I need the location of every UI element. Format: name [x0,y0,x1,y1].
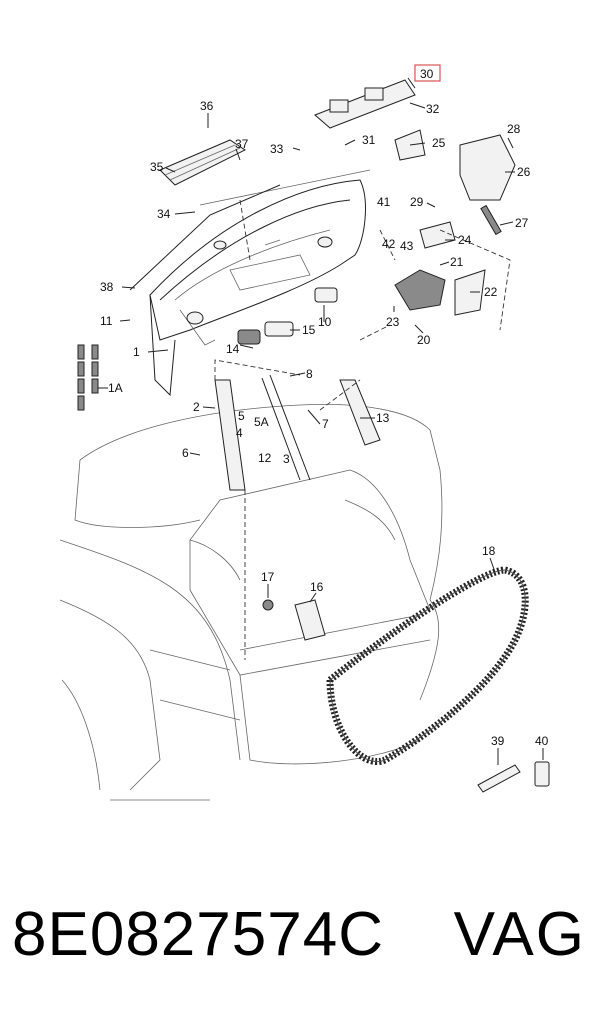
callout-5: 5 [238,409,245,423]
callout-42: 42 [382,237,396,251]
callout-29: 29 [410,195,424,209]
trunk-seal-part-18 [326,566,529,765]
callout-33: 33 [270,142,284,156]
callout-40: 40 [535,734,549,748]
callout-17: 17 [261,570,275,584]
callout-10: 10 [318,315,332,329]
part-number-label: 8E0827574C [12,900,384,969]
bumper-part-16 [262,599,326,641]
callout-30: 30 [420,67,434,81]
exploded-parts-diagram: 30 32 36 37 33 31 25 28 26 35 34 41 29 2… [59,64,550,801]
callout-37: 37 [235,137,249,151]
callout-23: 23 [386,315,400,329]
callout-12: 12 [258,451,272,465]
dashed-leader-lines [214,199,511,660]
callout-leaders [98,77,544,765]
callout-3: 3 [283,452,290,466]
callout-5a: 5A [254,415,269,429]
callout-32: 32 [426,102,440,116]
callout-6: 6 [182,446,189,460]
callout-22: 22 [484,285,498,299]
callout-39: 39 [491,734,505,748]
callout-34: 34 [157,207,171,221]
callout-38: 38 [100,280,114,294]
callout-1: 1 [133,345,140,359]
callout-31: 31 [362,133,376,147]
car-body-outline [59,404,443,801]
callout-2: 2 [193,400,200,414]
callout-18: 18 [482,544,496,558]
callout-7: 7 [322,417,329,431]
callout-41: 41 [377,195,391,209]
lock-cylinders [237,287,338,345]
callout-21: 21 [450,255,464,269]
callout-16: 16 [310,580,324,594]
callout-1a: 1A [108,381,123,395]
highlight-box-30 [414,64,441,82]
callout-13: 13 [376,411,390,425]
brand-label: VAG [453,900,586,969]
callout-43: 43 [400,239,414,253]
callout-27: 27 [515,216,529,230]
caption-bar: 8E0827574C VAG [0,890,600,990]
callout-35: 35 [150,160,164,174]
adhesive-tools [477,761,550,793]
callout-20: 20 [417,333,431,347]
cover-trim [129,139,281,291]
callout-25: 25 [432,136,446,150]
callout-labels: 30 32 36 37 33 31 25 28 26 35 34 41 29 2… [100,67,549,748]
callout-4: 4 [236,426,243,440]
handle-trim-part-30 [314,79,416,129]
callout-14: 14 [226,342,240,356]
callout-26: 26 [517,165,531,179]
callout-11: 11 [100,314,113,328]
callout-28: 28 [507,122,521,136]
callout-8: 8 [306,367,313,381]
callout-24: 24 [458,233,472,247]
callout-36: 36 [200,99,214,113]
screw-set-1a [77,344,99,411]
gas-struts [214,374,381,491]
callout-15: 15 [302,323,316,337]
trunk-lid [149,169,371,397]
